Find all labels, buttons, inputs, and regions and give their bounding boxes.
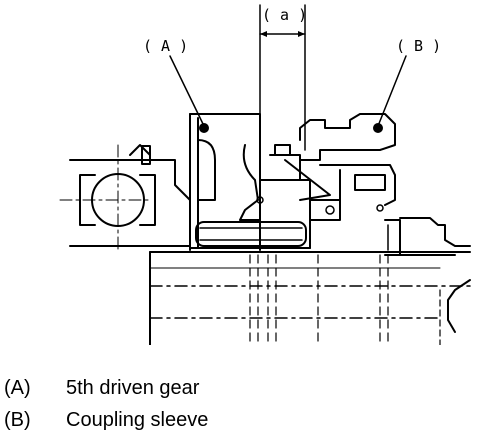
legend-row-A: (A) 5th driven gear [4,372,464,404]
legend: (A) 5th driven gear (B) Coupling sleeve [4,372,464,436]
legend-key-B: (B) [4,409,31,431]
callout-B-label: ( B ) [396,37,441,55]
spline-lines [249,254,389,345]
legend-row-B: (B) Coupling sleeve [4,404,464,436]
dimension-a [259,4,306,151]
transmission-cross-section-diagram: ( a ) ( A ) ( B ) [59,4,471,345]
leader-lines [169,55,407,127]
coupling-sleeve [299,113,396,212]
marker-A-dot [199,123,209,133]
shaft [69,245,471,345]
center-lines [59,144,151,251]
left-bearing [69,144,191,247]
needle-bearing [195,221,307,247]
callout-a-label: ( a ) [262,6,307,24]
marker-B-dot [373,123,383,133]
legend-key-A: (A) [4,377,31,399]
callout-A-label: ( A ) [143,37,188,55]
fifth-driven-gear [189,113,311,251]
synchronizer-hub [259,144,341,249]
legend-text-A: 5th driven gear [66,377,200,399]
right-gear [384,217,471,345]
legend-text-B: Coupling sleeve [66,409,209,431]
